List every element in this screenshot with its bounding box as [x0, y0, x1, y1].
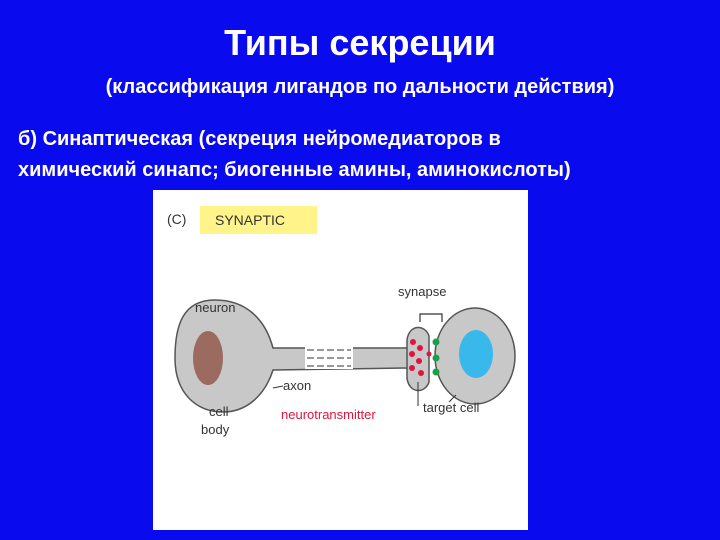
receptor-dot [433, 355, 440, 362]
neurotransmitter-dot [417, 345, 423, 351]
neuron-nucleus [193, 331, 223, 385]
neurotransmitter-dot [427, 352, 432, 357]
neurotransmitter-dot [418, 370, 424, 376]
neurotransmitter-dot [409, 365, 415, 371]
body-label: body [201, 422, 230, 437]
target-cell-label: target cell [423, 400, 479, 415]
neurotransmitter-dot [416, 358, 422, 364]
synapse-label: synapse [398, 284, 446, 299]
neuron-label: neuron [195, 300, 235, 315]
body-line-1: б) Синаптическая (секреция нейромедиатор… [18, 124, 708, 155]
receptor-dot [433, 369, 440, 376]
slide-subtitle: (классификация лигандов по дальности дей… [0, 76, 720, 99]
neurotransmitter-label: neurotransmitter [281, 407, 376, 422]
synapse-bracket [420, 314, 442, 322]
synaptic-figure: (C) SYNAPTIC [153, 190, 528, 530]
neurotransmitter-dot [410, 339, 416, 345]
synaptic-header-label: SYNAPTIC [215, 212, 285, 228]
neurotransmitter-dot [409, 351, 415, 357]
panel-label: (C) [167, 211, 186, 227]
synaptic-diagram: (C) SYNAPTIC [153, 190, 528, 530]
slide-body: б) Синаптическая (секреция нейромедиатор… [18, 124, 708, 186]
axon-label: axon [283, 378, 311, 393]
cell-label: cell [209, 404, 229, 419]
axon-leader [273, 386, 283, 388]
slide-title: Типы секреции [0, 22, 720, 64]
body-line-2: химический синапс; биогенные амины, амин… [18, 155, 708, 186]
receptor-dot [433, 339, 440, 346]
target-nucleus [459, 330, 493, 378]
